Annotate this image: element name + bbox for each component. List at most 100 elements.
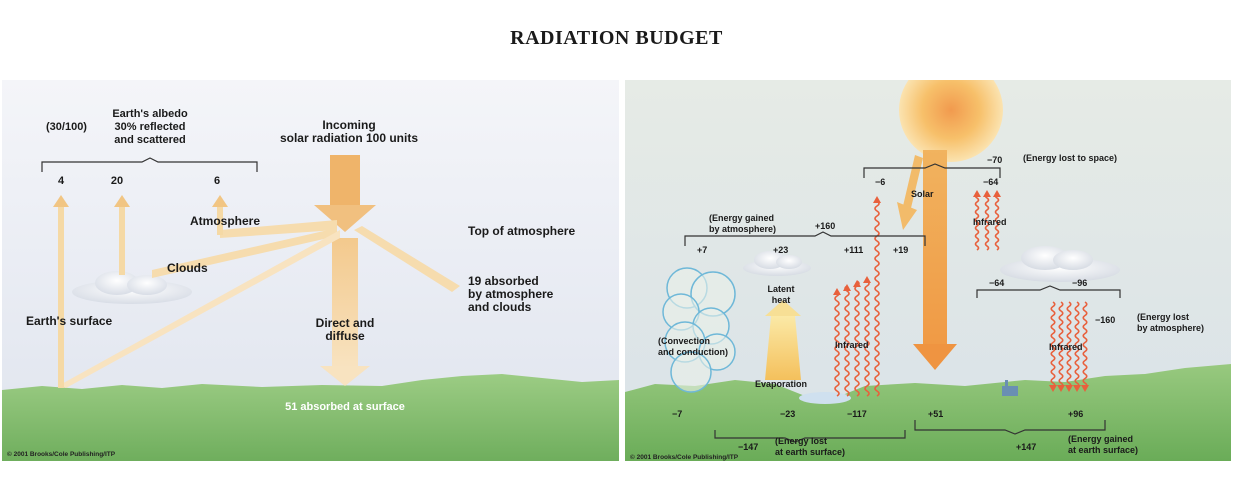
copyright-left: © 2001 Brooks/Cole Publishing/ITP bbox=[7, 450, 116, 458]
infrared-down-label: Infrared bbox=[1049, 342, 1083, 352]
infrared-space-wave-3 bbox=[994, 193, 1000, 251]
infrared-space-wave-1-head bbox=[973, 190, 981, 197]
albedo-ratio: (30/100) bbox=[46, 121, 87, 133]
ground bbox=[625, 364, 1231, 461]
infrared-up-wave-1 bbox=[834, 290, 840, 397]
infrared-down-wave-3-head bbox=[1065, 385, 1073, 392]
space-loss-value: −70 bbox=[987, 155, 1002, 165]
gain-solar-value: +19 bbox=[893, 245, 908, 255]
direct-label-1: Direct and bbox=[316, 316, 375, 330]
infrared-up-wave-5-head bbox=[873, 196, 881, 203]
solar-label: Solar bbox=[911, 189, 934, 199]
absorbed-surface-label: 51 absorbed at surface bbox=[285, 401, 405, 413]
reflect-value-atmosphere: 6 bbox=[214, 175, 220, 187]
gained-atm-label-1: (Energy gained bbox=[709, 213, 774, 223]
reflect-arrow-atmosphere bbox=[212, 195, 228, 235]
solar-reflect-value: −6 bbox=[875, 177, 885, 187]
infrared-up-waves bbox=[833, 196, 881, 397]
infrared-space-wave-2-head bbox=[983, 190, 991, 197]
infrared-space-wave-3-head bbox=[993, 190, 1001, 197]
clouds-label: Clouds bbox=[167, 261, 208, 275]
cloud-infrared bbox=[1000, 246, 1120, 282]
cloud-reflect-beam bbox=[152, 228, 337, 278]
infrared-up-wave-3-head bbox=[853, 280, 861, 287]
atm-loss-down-value: −96 bbox=[1072, 278, 1087, 288]
cloud bbox=[72, 271, 192, 304]
latent-heat-arrow bbox=[765, 300, 801, 380]
infrared-up-wave-5 bbox=[874, 200, 880, 397]
reflect-value-clouds: 20 bbox=[111, 175, 123, 187]
infrared-surface-label: Infrared bbox=[835, 340, 869, 350]
surface-loss-total: −147 bbox=[738, 442, 758, 452]
convection-label-1: (Convection bbox=[658, 336, 710, 346]
cloud-latent bbox=[743, 251, 811, 276]
incoming-label-1: Incoming bbox=[322, 118, 375, 132]
albedo-label-2: 30% reflected bbox=[115, 121, 186, 133]
albedo-bracket bbox=[41, 157, 258, 172]
infrared-down-wave-4 bbox=[1074, 301, 1080, 389]
direct-label-2: diffuse bbox=[325, 329, 365, 343]
lost-atm-label-2: by atmosphere) bbox=[1137, 323, 1204, 333]
absorbed-atm-label-2: by atmosphere bbox=[468, 287, 554, 301]
infrared-space-wave-2 bbox=[984, 193, 990, 251]
atmosphere-loss-bracket bbox=[976, 285, 1121, 298]
albedo-label-1: Earth's albedo bbox=[112, 108, 188, 120]
factory-icon bbox=[1002, 380, 1018, 396]
space-infrared-value: −64 bbox=[983, 177, 998, 187]
atmosphere-gain-bracket bbox=[684, 231, 926, 246]
surface-back-radiation-value: +96 bbox=[1068, 409, 1083, 419]
atm-loss-total: −160 bbox=[1095, 315, 1115, 325]
atmosphere-reflect-beam bbox=[220, 220, 337, 238]
incoming-label-2: solar radiation 100 units bbox=[280, 131, 418, 145]
reflect-arrow-surface bbox=[53, 195, 69, 388]
absorbed-atm-label-3: and clouds bbox=[468, 300, 532, 314]
albedo-label-3: and scattered bbox=[114, 134, 186, 146]
infrared-up-wave-3 bbox=[854, 280, 860, 397]
top-of-atmosphere-label: Top of atmosphere bbox=[468, 224, 575, 238]
surface-latent-value: −23 bbox=[780, 409, 795, 419]
ground bbox=[2, 374, 619, 461]
surface-gain-total: +147 bbox=[1016, 442, 1036, 452]
gained-surface-label-2: at earth surface) bbox=[1068, 445, 1138, 455]
sun bbox=[899, 80, 1003, 162]
water-pond bbox=[799, 392, 851, 404]
lost-surface-label-1: (Energy lost bbox=[775, 436, 827, 446]
incoming-solar-arrow bbox=[314, 155, 376, 232]
lost-atm-label-1: (Energy lost bbox=[1137, 312, 1189, 322]
surface-convection-value: −7 bbox=[672, 409, 682, 419]
gain-latent-value: +23 bbox=[773, 245, 788, 255]
left-diagram-panel: (30/100) Earth's albedo 30% reflected an… bbox=[2, 80, 619, 461]
atm-loss-up-value: −64 bbox=[989, 278, 1004, 288]
reflect-arrow-clouds bbox=[114, 195, 130, 275]
infrared-down-wave-2-head bbox=[1057, 385, 1065, 392]
surface-solar-value: +51 bbox=[928, 409, 943, 419]
infrared-space-waves bbox=[973, 190, 1001, 251]
absorbed-atm-label-1: 19 absorbed bbox=[468, 274, 539, 288]
space-bracket bbox=[863, 163, 1001, 178]
page-title: RADIATION BUDGET bbox=[510, 27, 723, 49]
gain-convection-value: +7 bbox=[697, 245, 707, 255]
infrared-space-wave-1 bbox=[974, 193, 980, 251]
infrared-down-wave-4-head bbox=[1073, 385, 1081, 392]
absorbed-atmosphere-beam bbox=[354, 226, 460, 292]
reflect-value-surface: 4 bbox=[58, 175, 65, 187]
space-loss-label: (Energy lost to space) bbox=[1023, 153, 1117, 163]
atm-gain-total: +160 bbox=[815, 221, 835, 231]
infrared-up-wave-4 bbox=[864, 280, 870, 397]
infrared-down-waves bbox=[1049, 301, 1089, 392]
infrared-down-wave-5 bbox=[1082, 301, 1088, 389]
surface-loss-bracket bbox=[714, 430, 906, 443]
infrared-up-wave-1-head bbox=[833, 288, 841, 295]
infrared-down-wave-1-head bbox=[1049, 385, 1057, 392]
convection-label-2: and conduction) bbox=[658, 347, 728, 357]
surface-gain-bracket bbox=[914, 420, 1106, 435]
infrared-down-wave-3 bbox=[1066, 301, 1072, 389]
infrared-up-wave-4-head bbox=[863, 276, 871, 283]
latent-label-1: Latent bbox=[768, 284, 795, 294]
evaporation-label: Evaporation bbox=[755, 379, 807, 389]
infrared-up-wave-2 bbox=[844, 285, 850, 397]
surface-infrared-value: −117 bbox=[847, 409, 867, 419]
space-infrared-label: Infrared bbox=[973, 217, 1007, 227]
gained-atm-label-2: by atmosphere) bbox=[709, 224, 776, 234]
solar-arrow bbox=[913, 150, 957, 370]
